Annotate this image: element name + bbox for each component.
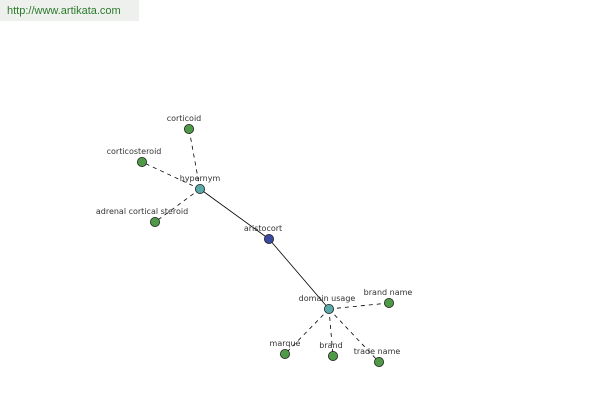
node-brand-name[interactable] [383, 297, 394, 308]
label-aristocort[interactable]: aristocort [244, 224, 282, 233]
node-domain-usage[interactable] [323, 303, 334, 314]
label-hypernym[interactable]: hypernym [180, 174, 221, 183]
label-marque[interactable]: marque [270, 339, 301, 348]
label-domain-usage[interactable]: domain usage [299, 294, 356, 303]
label-adrenal-cortical-steroid[interactable]: adrenal cortical steroid [96, 207, 188, 216]
edges-layer [141, 128, 390, 363]
edge-aristocort-hypernym [199, 188, 270, 240]
node-trade-name[interactable] [373, 356, 384, 367]
label-brand-name[interactable]: brand name [364, 288, 413, 297]
node-adrenal-cortical-steroid[interactable] [149, 216, 160, 227]
label-corticoid[interactable]: corticoid [167, 114, 202, 123]
node-corticosteroid[interactable] [136, 156, 147, 167]
edge-hypernym-corticoid [188, 128, 201, 190]
site-url-link[interactable]: http://www.artikata.com [0, 0, 139, 21]
node-corticoid[interactable] [183, 124, 194, 135]
edge-hypernym-adrenal-cortical-steroid [154, 188, 201, 223]
node-hypernym[interactable] [194, 183, 205, 194]
label-corticosteroid[interactable]: corticosteroid [107, 147, 162, 156]
node-marque[interactable] [279, 348, 290, 359]
edge-domain-usage-marque [284, 308, 330, 355]
label-trade-name[interactable]: trade name [354, 347, 401, 356]
edge-aristocort-domain-usage [268, 238, 330, 310]
nodes-layer [136, 124, 394, 367]
edge-hypernym-corticosteroid [141, 161, 201, 190]
label-brand[interactable]: brand [319, 341, 342, 350]
edge-domain-usage-brand-name [328, 302, 390, 310]
labels-layer: aristocort hypernym domain usage corticoid c… [96, 114, 413, 356]
node-brand[interactable] [327, 350, 338, 361]
node-aristocort[interactable] [263, 233, 274, 244]
